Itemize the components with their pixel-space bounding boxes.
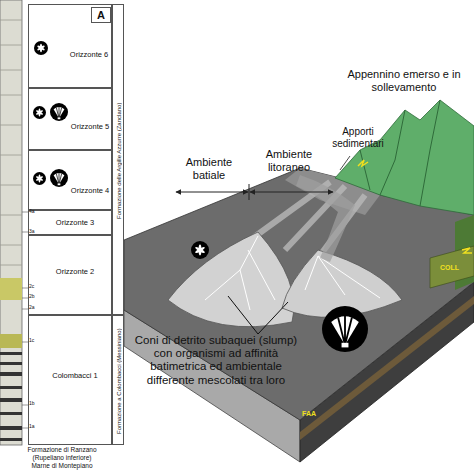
horizon-name: Orizzonte 2 — [39, 268, 111, 276]
bed-line — [0, 70, 22, 71]
horizon-cell: Orizzonte 2 — [28, 235, 112, 315]
panel-letter-box: A — [91, 7, 111, 23]
unit-code: FAA — [302, 410, 316, 418]
supply-arrows — [358, 160, 472, 253]
horizon-cell: Colombacci 1 — [28, 315, 112, 445]
level-number: 3a — [29, 229, 35, 235]
formation-name: Formazione delle Argille Azzurre (Zancla… — [113, 5, 125, 316]
callout-label: Appennino emerso e in sollevamento — [336, 68, 472, 93]
log-column — [0, 0, 22, 445]
bed-line — [0, 265, 22, 266]
emerged-apennine — [335, 100, 474, 215]
fan-channels — [205, 236, 380, 310]
fossil-symbol — [322, 306, 368, 352]
dark-beds — [0, 352, 22, 441]
leader-line — [340, 156, 350, 170]
channel-walls — [296, 175, 355, 262]
formation-band: Formazione delle Argille Azzurre (Zancla… — [112, 4, 124, 315]
horizon-cell: Orizzonte 3 — [28, 210, 112, 235]
dark-bed — [0, 398, 22, 402]
dark-bed — [0, 362, 22, 365]
bed-line — [0, 155, 22, 156]
ridge-lines — [360, 100, 440, 206]
bed-line — [0, 95, 22, 96]
level-number: 2b — [29, 294, 35, 300]
dark-bed — [0, 352, 22, 355]
bed-line — [0, 245, 22, 246]
fossil-symbol — [33, 106, 46, 119]
horizon-name: Orizzonte 3 — [39, 219, 111, 227]
level-number: 1a — [29, 424, 35, 430]
unit-code: COLL — [440, 264, 459, 272]
base-formation: (Rupeliano inferiore) — [6, 454, 118, 461]
extent-arrow — [176, 192, 248, 193]
bed-line — [0, 215, 22, 216]
callout-label: Apporti sedimentari — [318, 126, 398, 149]
debris-fan — [168, 232, 294, 327]
sand-bed — [0, 334, 22, 348]
base-formation: Marne di Montepiano — [6, 462, 118, 469]
bed-line — [0, 20, 22, 21]
formation-band: Formazione a Colombacci (Messiniano) — [112, 315, 124, 445]
horizon-name: Orizzonte 4 — [69, 187, 111, 195]
dark-bed — [0, 438, 22, 441]
level-number: 2a — [29, 305, 35, 311]
leader-line — [228, 296, 288, 334]
dark-bed — [0, 412, 22, 415]
fossil-symbol — [50, 103, 68, 121]
log-bedding — [0, 20, 22, 265]
lithology-log — [0, 0, 28, 445]
fossil-symbol — [191, 241, 209, 259]
horizon-name: Colombacci 1 — [39, 372, 111, 380]
panel-letter: A — [92, 9, 110, 21]
fossil-symbol — [33, 172, 46, 185]
sand-bed — [0, 278, 22, 300]
horizon-name: Orizzonte 6 — [67, 51, 111, 59]
level-number: 1b — [29, 401, 35, 407]
horizon-cell: Orizzonte 4 — [28, 150, 112, 210]
environment-label: Ambiente batiale — [176, 156, 242, 181]
bed-line — [0, 125, 22, 126]
level-number: 1c — [29, 338, 34, 344]
fossil-symbol — [34, 41, 48, 55]
dark-bed — [0, 372, 22, 376]
callout-note: Coni di detrito subaquei (slump) con org… — [128, 334, 304, 387]
base-formation: Formazione di Ranzano — [6, 446, 118, 453]
horizon-cell: Orizzonte 6 A — [28, 4, 112, 88]
formation-name: Formazione a Colombacci (Messiniano) — [113, 316, 125, 446]
level-number: 4a — [29, 209, 35, 215]
bed-line — [0, 45, 22, 46]
environment-label: Ambiente litoraneo — [254, 148, 324, 173]
horizon-cell: Orizzonte 5 — [28, 88, 112, 150]
block-diagram — [124, 100, 474, 462]
dark-bed — [0, 426, 22, 430]
level-number: 2c — [29, 284, 34, 290]
bed-line — [0, 185, 22, 186]
extent-arrow — [250, 192, 333, 193]
fossil-symbol — [50, 169, 68, 187]
dark-bed — [0, 386, 22, 389]
horizon-name: Orizzonte 5 — [69, 123, 111, 131]
extent-tick — [249, 184, 250, 200]
